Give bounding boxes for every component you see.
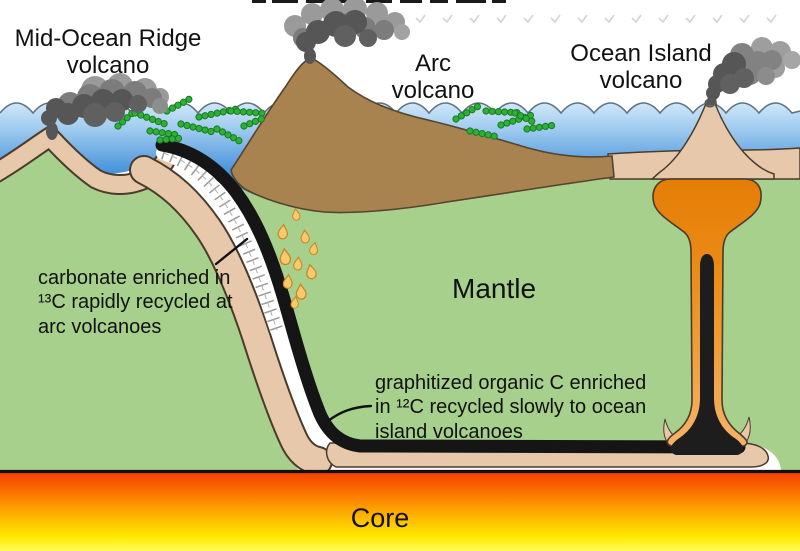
label-line: volcano [391,76,475,104]
carbonate-annotation: carbonate enriched in ¹³C rapidly recycl… [38,266,258,339]
ocean-island-volcano [650,101,775,180]
label-line: Mid-Ocean Ridge [14,25,202,52]
arc-smoke-plume [284,0,410,64]
plume-black-conduit [670,254,744,455]
annotation-line: in ¹²C recycled slowly to ocean [375,396,647,419]
subducted-slab-line [155,138,746,454]
ocean-island-volcano-label: Ocean Island volcano [551,40,731,95]
core-label: Core [350,503,410,533]
label-line: Ocean Island [570,40,712,67]
annotation-line: graphitized organic C enriched [375,372,647,394]
arc-volcano-label: Arc volcano [383,50,483,105]
island-smoke-plume [706,37,800,105]
sky-chevron-marks [415,14,777,24]
carbonate-sediment-band [156,146,284,337]
carbonate-pointer-line [214,237,249,266]
annotation-line: arc volcanoes [38,315,162,338]
mantle-main [234,178,800,470]
label-line: Arc [415,50,451,77]
mantle-plume [652,178,762,455]
annotation-line: carbonate enriched in [38,267,231,289]
ridge-smoke-plume [41,73,169,140]
mantle-label: Mantle [452,273,537,304]
label-line: volcano [599,66,683,94]
mid-ocean-ridge-volcano-label: Mid-Ocean Ridge volcano [8,25,208,80]
label-line: volcano [66,51,150,79]
graphitized-pointer-line [326,404,373,423]
annotation-line: island volcanoes [375,420,523,443]
core-region [0,473,800,551]
graphitized-annotation: graphitized organic C enriched in ¹²C re… [375,371,675,444]
annotation-line: ¹³C rapidly recycled at [38,291,233,314]
subducting-slab-crust [129,155,333,476]
mantle-left [0,142,298,470]
